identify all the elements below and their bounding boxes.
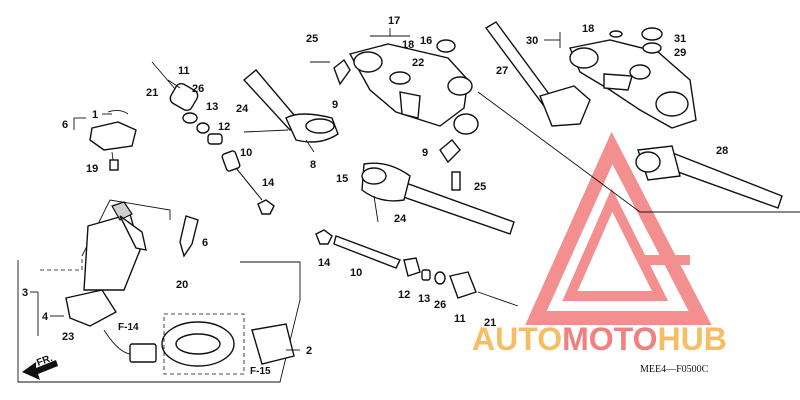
callout-10-lower: 10	[350, 267, 362, 279]
ignition-switch-group	[17, 199, 301, 383]
callout-21-lower: 21	[484, 317, 496, 329]
callout-labels: 1 6 19 11 21 26 13 24 12 10 14 8 25 9 17…	[22, 15, 728, 357]
callout-29: 29	[674, 47, 686, 59]
callout-25-lower: 25	[474, 181, 486, 193]
handlebar-switch-group	[89, 109, 137, 171]
callout-20: 20	[176, 279, 188, 291]
reference-labels: F-14 F-15 FR.	[35, 322, 271, 377]
ref-f14: F-14	[118, 322, 139, 333]
leader-lines	[30, 28, 561, 351]
front-direction-arrow	[22, 360, 58, 380]
callout-9-lower: 9	[422, 147, 428, 159]
callout-30: 30	[526, 35, 538, 47]
callout-22: 22	[412, 57, 424, 69]
callout-13-lower: 13	[418, 293, 430, 305]
callout-14-lower: 14	[318, 257, 331, 269]
callout-25: 25	[306, 33, 318, 45]
callout-26-lower: 26	[434, 299, 446, 311]
callout-1: 1	[92, 109, 98, 121]
callout-2: 2	[306, 345, 312, 357]
callout-4: 4	[42, 311, 49, 323]
grip-weight-group	[151, 61, 289, 215]
lower-bar-end-parts	[315, 229, 519, 307]
right-handlebar-28	[635, 145, 783, 209]
callout-13: 13	[206, 101, 218, 113]
callout-12-lower: 12	[398, 289, 410, 301]
right-handlebar-assembly	[484, 21, 697, 129]
group-separator-line	[477, 91, 800, 213]
callout-3: 3	[22, 287, 28, 299]
watermark-brand-text: AUTOMOTOHUB	[472, 321, 727, 357]
callout-9: 9	[332, 99, 338, 111]
callout-27: 27	[496, 65, 508, 77]
callout-11-lower: 11	[454, 313, 466, 325]
callout-23: 23	[62, 331, 74, 343]
center-handlebar-15	[361, 139, 515, 235]
callout-18-right: 18	[582, 23, 594, 35]
callout-6-key: 6	[202, 237, 208, 249]
callout-10: 10	[240, 147, 252, 159]
ref-f15: F-15	[250, 366, 271, 377]
callout-15: 15	[336, 173, 348, 185]
watermark-logo	[525, 131, 712, 325]
callout-6: 6	[62, 119, 68, 131]
callout-26: 26	[192, 83, 204, 95]
left-handlebar	[242, 69, 339, 153]
callout-17: 17	[388, 15, 400, 27]
callout-24-lower: 24	[394, 213, 407, 225]
watermark-part-hub: HUB	[657, 321, 726, 357]
callout-8: 8	[310, 159, 316, 171]
ref-front: FR.	[35, 353, 54, 369]
diagram-code: MEE4—F0500C	[640, 364, 709, 375]
callout-19: 19	[86, 163, 98, 175]
callout-18: 18	[402, 39, 414, 51]
callout-11: 11	[178, 65, 190, 77]
callout-12: 12	[218, 121, 230, 133]
callout-21: 21	[146, 87, 158, 99]
callout-14: 14	[262, 177, 275, 189]
callout-31: 31	[674, 33, 686, 45]
upper-bridge	[310, 39, 479, 135]
watermark-part-moto: MOTO	[562, 321, 657, 357]
callout-16: 16	[420, 35, 432, 47]
callout-24: 24	[236, 103, 249, 115]
watermark-part-auto: AUTO	[472, 321, 562, 357]
callout-28: 28	[716, 145, 728, 157]
